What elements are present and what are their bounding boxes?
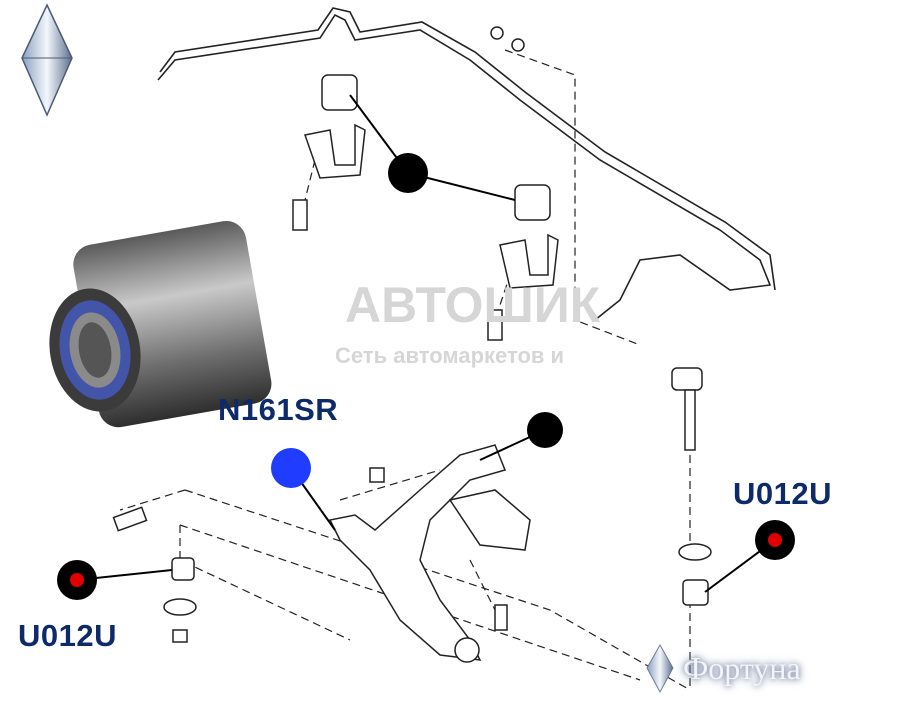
marker-blue-n161sr xyxy=(271,448,311,488)
parts xyxy=(112,26,712,663)
watermark-title: АВТОШИК xyxy=(345,277,601,333)
marker-black-arm xyxy=(527,412,563,448)
brand-diamond-icon xyxy=(21,3,73,117)
stabilizer-bar xyxy=(157,7,776,321)
label-u012u-left: U012U xyxy=(18,618,117,653)
label-n161sr: N161SR xyxy=(218,392,339,427)
bushing-photo xyxy=(49,220,272,428)
marker-red-left xyxy=(57,560,97,600)
marker-red-right xyxy=(755,520,795,560)
watermark-subtitle: Сеть автомаркетов и xyxy=(335,343,565,368)
marker-black-top xyxy=(388,153,428,193)
label-u012u-right: U012U xyxy=(733,476,832,511)
logo-diamond-icon xyxy=(646,643,674,694)
brand-logo-text: Фортуна xyxy=(683,650,801,686)
